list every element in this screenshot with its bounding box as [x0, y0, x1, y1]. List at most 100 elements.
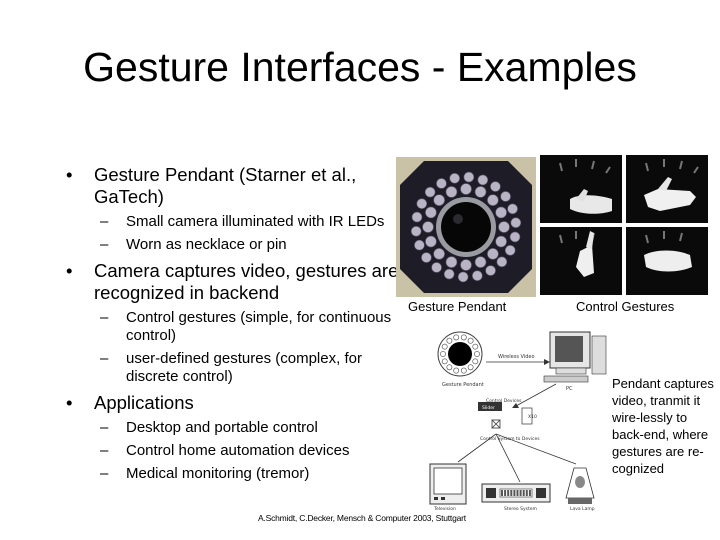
led-dot [460, 334, 467, 341]
led-dot [443, 268, 455, 280]
sub-bullet: –Small camera illuminated with IR LEDs [100, 213, 385, 230]
led-dot [472, 358, 479, 365]
stereo-key [513, 490, 516, 496]
dash-marker: – [100, 350, 109, 367]
led-dot [445, 256, 458, 268]
led-dot [440, 351, 446, 357]
dash-marker: – [100, 309, 109, 326]
stereo-key [516, 490, 519, 496]
led-dot [424, 186, 436, 198]
stereo-key [519, 490, 522, 496]
diagram-pendant-label: Gesture Pendant [442, 382, 484, 388]
led-dot [474, 351, 480, 357]
sub-bullet: –Desktop and portable control [100, 419, 318, 436]
pendant-caption: Gesture Pendant [408, 299, 507, 314]
sub-bullet: –Control gestures (simple, for continuou… [100, 309, 392, 344]
led-dot [460, 183, 472, 195]
led-dot [421, 252, 432, 263]
sub-bullet: –user-defined gestures (complex, for dis… [100, 350, 362, 385]
diagram-slider-label: Slider [482, 405, 495, 411]
led-dot [446, 337, 453, 344]
led-dot [425, 235, 437, 248]
gestures-caption: Control Gestures [576, 299, 675, 314]
led-dot [453, 334, 460, 341]
dash-marker: – [100, 419, 109, 436]
diagram-pc-label: PC [566, 386, 573, 392]
led-dot [495, 235, 507, 248]
led-dot [457, 271, 469, 283]
led-dot [477, 174, 489, 186]
bullet-dot: • [66, 164, 73, 185]
dash-marker: – [100, 213, 109, 230]
led-dot [490, 181, 501, 192]
diagram-control-devices-label: Control Devices [486, 398, 522, 404]
sub-bullet: –Medical monitoring (tremor) [100, 465, 310, 482]
led-dot [449, 172, 460, 184]
sub-bullet: –Worn as necklace or pin [100, 236, 287, 253]
pendant-note: Pendant captures video, tranmit it wire-… [612, 376, 714, 476]
led-dot [485, 265, 496, 276]
diagram-television-label: Television [433, 506, 456, 512]
led-dot [495, 206, 507, 219]
stereo-key [504, 490, 507, 496]
control-gestures-photo [540, 155, 708, 295]
dash-marker: – [100, 236, 109, 253]
stereo-key [528, 490, 531, 496]
led-dot [467, 364, 474, 371]
led-dot [496, 256, 508, 268]
bullet-gesture-pendant: •Gesture Pendant (Starner et al., GaTech… [66, 164, 357, 207]
led-dot [425, 206, 437, 219]
stereo-key [522, 490, 525, 496]
diagram-x10-label: X10 [528, 414, 537, 420]
led-dot [453, 367, 460, 374]
led-dot [441, 343, 448, 350]
slide-footer: A.Schmidt, C.Decker, Mensch & Computer 2… [258, 513, 466, 523]
led-dot [460, 367, 467, 374]
led-dot [487, 248, 499, 260]
dash-marker: – [100, 442, 109, 459]
led-dot [474, 186, 487, 198]
stereo-key [525, 490, 528, 496]
led-dot [472, 343, 479, 350]
led-dot [507, 203, 518, 215]
stereo-key [510, 490, 513, 496]
led-dot [504, 245, 516, 256]
slide-title: Gesture Interfaces - Examples [83, 44, 637, 90]
led-dot [446, 364, 453, 371]
led-dot [474, 256, 487, 268]
led-dot [433, 248, 445, 260]
stereo-key [507, 490, 510, 496]
led-dot [510, 217, 522, 229]
diagram-stereo-label: Stereo System [504, 506, 537, 512]
led-dot [460, 259, 472, 271]
led-dot [500, 191, 511, 202]
bullet-camera: •Camera captures video, gestures are rec… [66, 260, 399, 303]
led-dot [436, 178, 447, 189]
led-dot [433, 194, 445, 206]
diagram-wireless-label: Wireless Video [498, 354, 535, 360]
led-dot [463, 171, 475, 183]
led-dot [416, 198, 428, 209]
sub-bullet: –Control home automation devices [100, 442, 350, 459]
gesture-pendant-photo [396, 157, 536, 297]
led-dot [410, 225, 422, 237]
led-dot [509, 231, 521, 243]
led-dot [422, 221, 434, 233]
dash-marker: – [100, 465, 109, 482]
bullet-applications: •Applications [66, 392, 194, 413]
led-dot [487, 194, 499, 206]
led-dot [414, 239, 425, 251]
led-dot [445, 186, 458, 198]
led-dot [467, 337, 474, 344]
led-dot [411, 211, 423, 223]
led-dot [472, 270, 483, 282]
bullet-dot: • [66, 392, 73, 413]
stereo-key [501, 490, 503, 496]
system-diagram: Gesture Pendant Wireless Video PC Contro… [429, 331, 607, 512]
diagram-lava-lamp-label: Lava Lamp [570, 506, 595, 512]
led-dot [431, 262, 442, 273]
bullet-list: •Gesture Pendant (Starner et al., GaTech… [66, 164, 416, 483]
led-dot [498, 221, 510, 233]
led-dot [441, 358, 448, 365]
bullet-dot: • [66, 260, 73, 281]
